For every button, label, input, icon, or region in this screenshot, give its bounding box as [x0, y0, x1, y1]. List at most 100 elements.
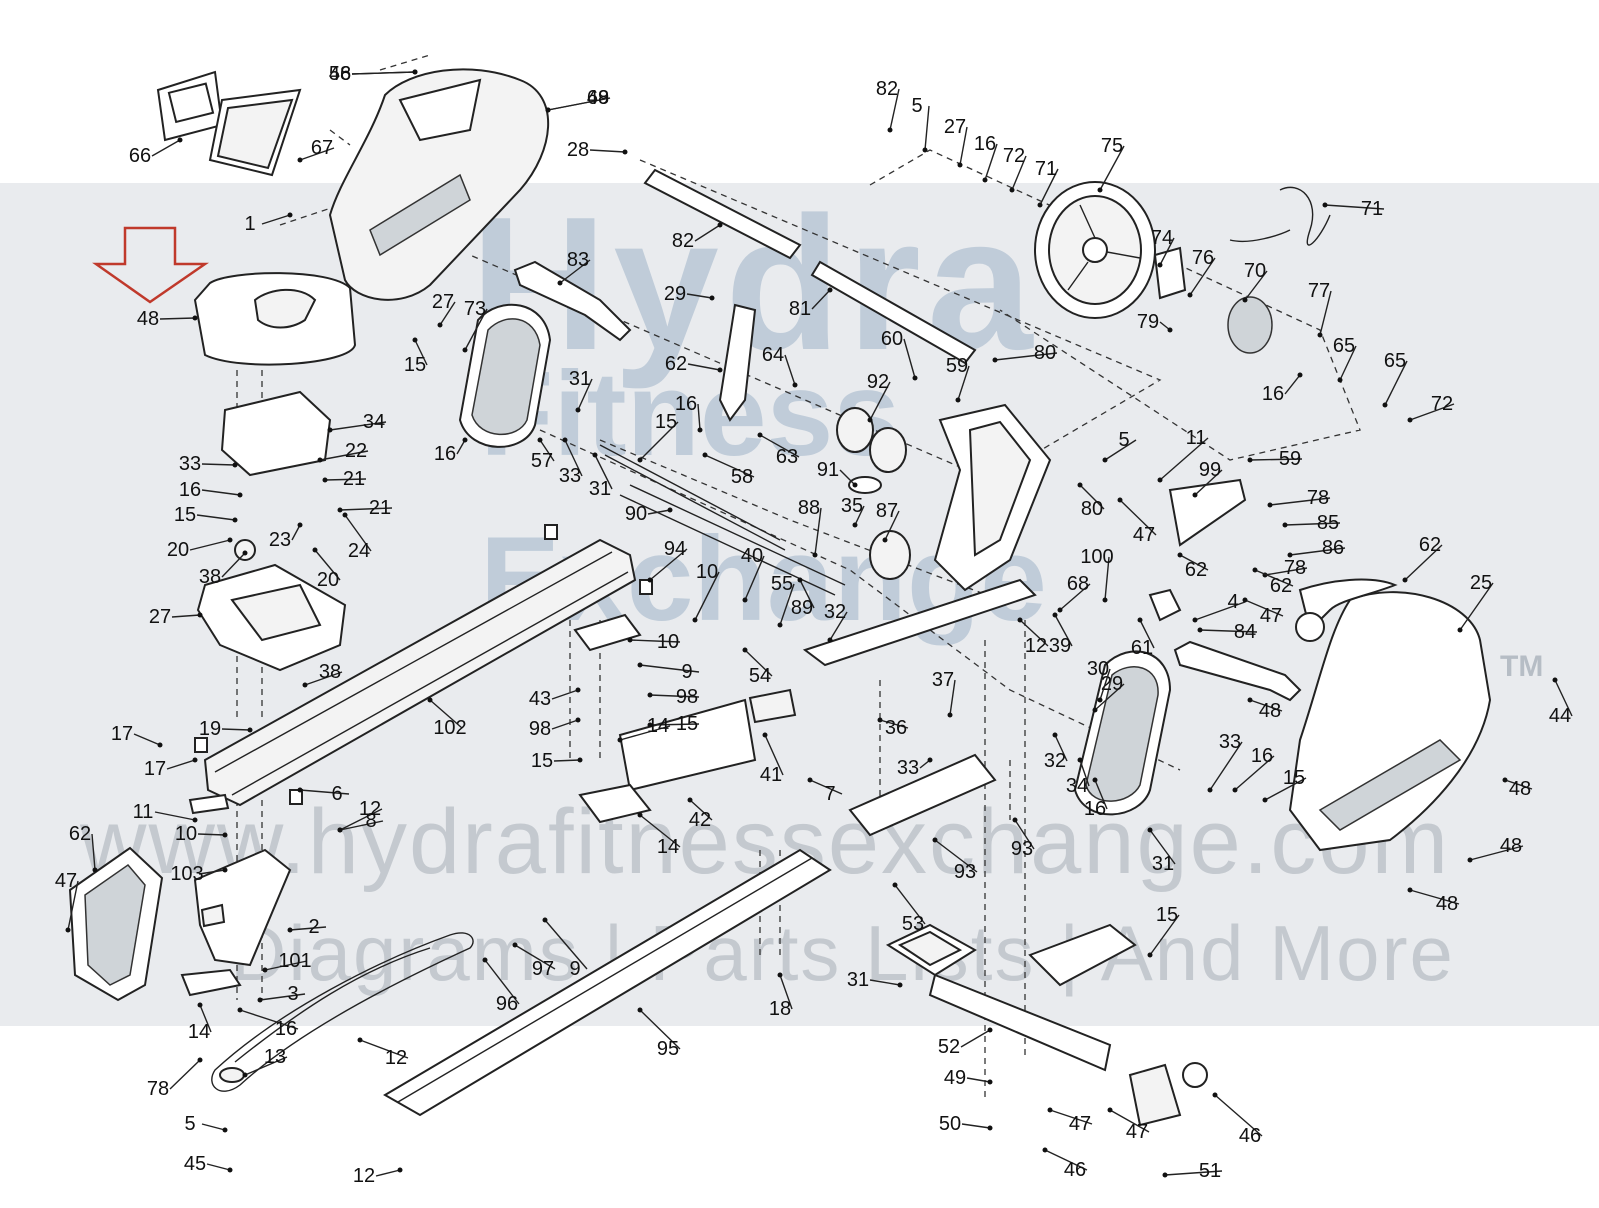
callout-74: 74: [1151, 227, 1175, 268]
leader-dot: [897, 982, 903, 988]
part-number-label: 13: [264, 1046, 286, 1068]
callout-10: 10: [692, 561, 720, 623]
callout-32: 32: [1044, 732, 1068, 772]
leader-line: [1319, 290, 1332, 336]
leader-dot: [222, 1127, 228, 1133]
leader-dot: [1232, 787, 1238, 793]
part-number-label: 68: [1067, 573, 1089, 595]
leader-line: [959, 126, 968, 166]
callout-4: 4: [1192, 591, 1246, 623]
part-number-label: 11: [1186, 427, 1207, 449]
leader-dot: [287, 927, 293, 933]
part-number-label: 58: [731, 466, 753, 488]
part-number-label: 16: [179, 479, 201, 501]
leader-line: [329, 421, 387, 431]
leader-dot: [537, 437, 543, 443]
leader-line: [1079, 759, 1090, 787]
callout-16: 16: [1084, 777, 1108, 820]
leader-line: [221, 728, 251, 731]
leader-line: [884, 510, 900, 541]
leader-dot: [65, 927, 71, 933]
part-number-label: 15: [1156, 904, 1178, 926]
leader-line: [1409, 403, 1455, 421]
leader-line: [1109, 1109, 1150, 1133]
callout-15: 15: [637, 411, 679, 463]
part-number-label: 54: [749, 665, 771, 687]
leader-dot: [647, 692, 653, 698]
part-number-label: 5: [1118, 429, 1129, 451]
callout-8: 8: [337, 810, 384, 833]
leader-line: [639, 421, 679, 461]
leader-line: [1189, 257, 1216, 296]
right-shroud-part-44: [1288, 578, 1492, 852]
callout-44: 44: [1549, 677, 1573, 727]
leader-line: [779, 974, 793, 1010]
leader-line: [375, 1169, 401, 1177]
leader-dot: [357, 1037, 363, 1043]
part-number-label: 37: [932, 669, 954, 691]
leader-dot: [575, 687, 581, 693]
part-number-label: 67: [311, 137, 333, 159]
callout-58: 58: [702, 452, 755, 488]
leader-line: [1324, 204, 1385, 210]
leader-dot: [592, 452, 598, 458]
part-number-label: 35: [841, 495, 863, 517]
callout-46: 46: [1042, 1147, 1088, 1181]
leader-dot: [1077, 482, 1083, 488]
leader-line: [1014, 819, 1035, 850]
leader-dot: [302, 682, 308, 688]
callout-54: 54: [742, 647, 773, 687]
part-number-label: 5: [911, 95, 922, 117]
leader-line: [839, 469, 856, 486]
leader-dot: [947, 712, 953, 718]
callout-2: 2: [287, 916, 327, 938]
leader-dot: [1047, 1107, 1053, 1113]
callout-19: 19: [199, 718, 253, 740]
part-number-label: 16: [1251, 745, 1273, 767]
leader-dot: [1052, 732, 1058, 738]
leader-dot: [1457, 627, 1463, 633]
part-number-label: 32: [1044, 750, 1066, 772]
leader-line: [589, 149, 626, 153]
leader-line: [619, 725, 671, 741]
callout-78: 78: [147, 1057, 203, 1100]
leader-dot: [637, 1007, 643, 1013]
leader-line: [1079, 484, 1105, 510]
leader-line: [1054, 734, 1068, 762]
leader-line: [551, 689, 579, 700]
leader-dot: [1322, 202, 1328, 208]
callout-90: 90: [625, 503, 673, 525]
callout-34: 34: [327, 411, 387, 433]
leader-dot: [1192, 617, 1198, 623]
callout-59: 59: [1247, 448, 1303, 470]
part-number-label: 90: [625, 503, 647, 525]
part-number-label: 50: [939, 1113, 961, 1135]
leader-dot: [312, 547, 318, 553]
part-number-label: 89: [791, 597, 813, 619]
part-number-label: 20: [167, 539, 189, 561]
leader-line: [539, 439, 555, 462]
leader-dot: [562, 437, 568, 443]
leader-dot: [987, 1079, 993, 1085]
leader-dot: [1337, 377, 1343, 383]
callout-98: 98: [529, 717, 581, 740]
callout-33: 33: [1207, 731, 1243, 793]
callout-10: 10: [175, 823, 228, 845]
flywheel-assembly: [1034, 181, 1331, 354]
leader-line: [984, 143, 998, 181]
part-number-label: 81: [789, 298, 811, 320]
part-number-label: 52: [938, 1036, 960, 1058]
callout-27: 27: [944, 116, 968, 168]
part-number-label: 15: [1283, 767, 1305, 789]
part-number-label: 60: [881, 328, 903, 350]
callout-59: 59: [946, 355, 970, 403]
leader-line: [1039, 168, 1059, 206]
leader-dot: [1012, 817, 1018, 823]
leader-line: [924, 105, 930, 151]
leader-dot: [1092, 777, 1098, 783]
leader-line: [351, 71, 416, 75]
part-number-label: 47: [55, 870, 77, 892]
callout-84: 84: [1197, 621, 1258, 643]
leader-dot: [1117, 497, 1123, 503]
